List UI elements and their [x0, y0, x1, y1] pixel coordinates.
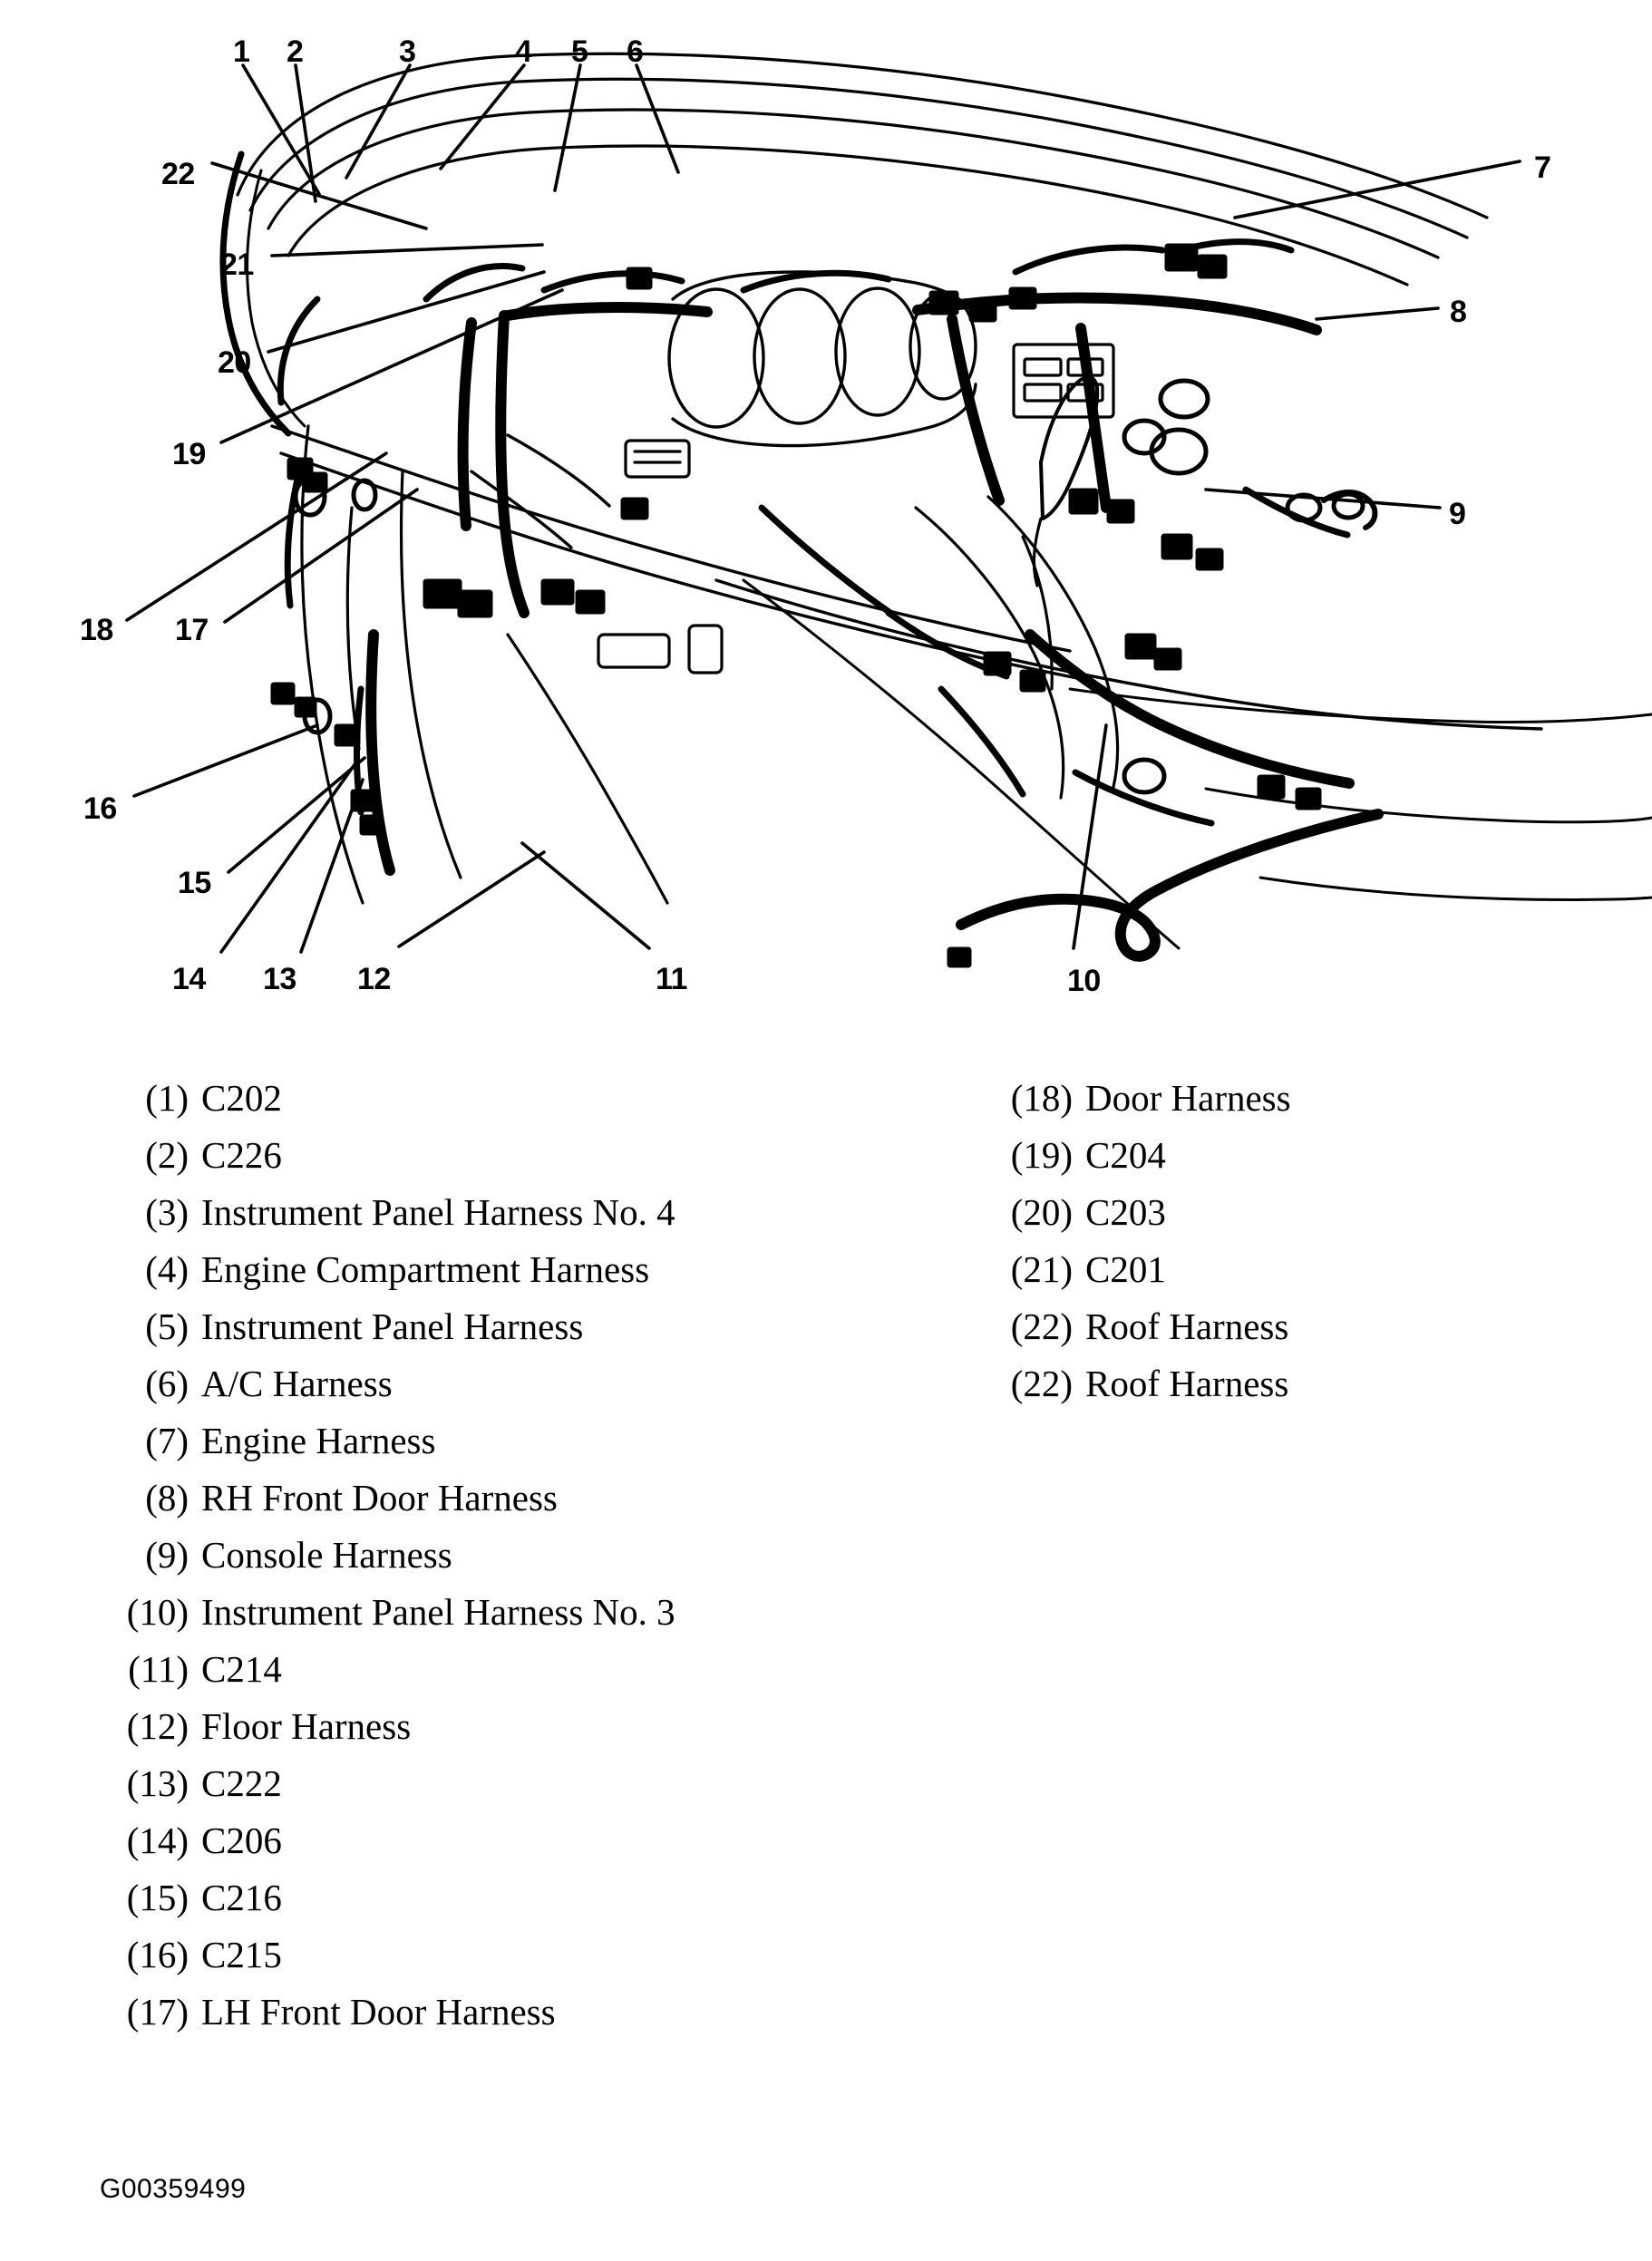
legend-item: (12) Floor Harness	[100, 1698, 807, 1755]
legend-item-label: Console Harness	[201, 1534, 452, 1576]
legend-item-label: LH Front Door Harness	[201, 1991, 556, 2033]
callout-10: 10	[1067, 964, 1101, 998]
legend-column-left: (1) C202 (2) C226 (3) Instrument Panel Harn…	[100, 1070, 807, 2041]
legend-item: (11) C214	[100, 1641, 807, 1698]
legend-item-number: (17)	[126, 1991, 189, 2033]
legend-item-label: C201	[1085, 1248, 1166, 1290]
legend-item: (22) Roof Harness	[984, 1355, 1546, 1412]
legend-item-number: (10)	[126, 1591, 189, 1633]
figure-illustration: 1 2 3 4 5 6 7 8 9 10 11 12 13 14 15 16 1…	[0, 0, 1652, 1052]
legend-item: (20) C203	[984, 1184, 1546, 1241]
legend-item: (13) C222	[100, 1755, 807, 1812]
legend-item-number: (22)	[1010, 1363, 1073, 1404]
legend-item-label: C202	[201, 1077, 282, 1119]
legend-item-number: (6)	[145, 1363, 189, 1404]
legend-item: (15) C216	[100, 1869, 807, 1926]
legend-item: (2) C226	[100, 1127, 807, 1184]
legend-item-label: Instrument Panel Harness No. 4	[201, 1191, 675, 1233]
legend-item-number: (20)	[1010, 1191, 1073, 1233]
legend-item: (16) C215	[100, 1926, 807, 1984]
callout-3: 3	[399, 34, 416, 69]
callout-19: 19	[172, 437, 206, 471]
legend-item-number: (4)	[145, 1248, 189, 1290]
legend-item: (19) C204	[984, 1127, 1546, 1184]
legend-item-label: Engine Compartment Harness	[201, 1248, 650, 1290]
legend-item-number: (13)	[126, 1762, 189, 1804]
legend-item: (17) LH Front Door Harness	[100, 1984, 807, 2041]
legend-item-label: C216	[201, 1877, 282, 1918]
callout-14: 14	[172, 962, 206, 996]
legend-item-label: C204	[1085, 1134, 1166, 1176]
legend-item-label: C215	[201, 1934, 282, 1975]
legend-item-label: Roof Harness	[1085, 1363, 1289, 1404]
legend-item-label: A/C Harness	[201, 1363, 393, 1404]
callout-13: 13	[263, 962, 296, 996]
callout-12: 12	[357, 962, 391, 996]
callout-15: 15	[178, 866, 211, 900]
legend-item-label: Instrument Panel Harness	[201, 1305, 584, 1347]
legend-item: (22) Roof Harness	[984, 1298, 1546, 1355]
legend-item-number: (16)	[126, 1934, 189, 1975]
legend-item-number: (14)	[126, 1819, 189, 1861]
callout-5: 5	[571, 34, 588, 69]
legend-item-number: (1)	[145, 1077, 189, 1119]
legend-item: (8) RH Front Door Harness	[100, 1470, 807, 1527]
callout-8: 8	[1450, 295, 1467, 329]
legend-item-label: C226	[201, 1134, 282, 1176]
legend-item-number: (12)	[126, 1705, 189, 1747]
legend-item: (9) Console Harness	[100, 1527, 807, 1584]
legend-item: (14) C206	[100, 1812, 807, 1869]
callout-21: 21	[220, 247, 254, 282]
legend-item-label: C206	[201, 1819, 282, 1861]
callout-2: 2	[287, 34, 304, 69]
legend-item: (7) Engine Harness	[100, 1412, 807, 1470]
legend-item-label: C214	[201, 1648, 282, 1690]
callout-16: 16	[83, 791, 117, 826]
callout-4: 4	[515, 34, 532, 69]
legend-item-number: (21)	[1010, 1248, 1073, 1290]
legend-item: (18) Door Harness	[984, 1070, 1546, 1127]
legend-item-number: (15)	[126, 1877, 189, 1918]
callout-20: 20	[218, 345, 251, 380]
legend-item-label: C222	[201, 1762, 282, 1804]
legend-item-label: Door Harness	[1085, 1077, 1291, 1119]
harness-routing-line-art	[125, 52, 1652, 968]
callout-17: 17	[175, 613, 209, 647]
legend-item-number: (2)	[145, 1134, 189, 1176]
legend-item-number: (11)	[128, 1648, 189, 1690]
legend-item-label: RH Front Door Harness	[201, 1477, 558, 1519]
callout-1: 1	[233, 34, 250, 69]
legend-item-number: (18)	[1010, 1077, 1073, 1119]
legend-item: (21) C201	[984, 1241, 1546, 1298]
legend-item-number: (19)	[1010, 1134, 1073, 1176]
legend-item: (3) Instrument Panel Harness No. 4	[100, 1184, 807, 1241]
legend-item-number: (5)	[145, 1305, 189, 1347]
callout-9: 9	[1449, 497, 1466, 531]
legend-item: (4) Engine Compartment Harness	[100, 1241, 807, 1298]
legend-item: (5) Instrument Panel Harness	[100, 1298, 807, 1355]
legend: (1) C202 (2) C226 (3) Instrument Panel Harn…	[0, 1070, 1652, 2185]
legend-item-number: (7)	[145, 1420, 189, 1461]
legend-item-number: (8)	[145, 1477, 189, 1519]
legend-item-label: C203	[1085, 1191, 1166, 1233]
legend-item: (1) C202	[100, 1070, 807, 1127]
callout-18: 18	[80, 613, 113, 647]
legend-item-label: Floor Harness	[201, 1705, 412, 1747]
legend-item: (6) A/C Harness	[100, 1355, 807, 1412]
legend-item: (10) Instrument Panel Harness No. 3	[100, 1584, 807, 1641]
legend-column-right: (18) Door Harness (19) C204 (20) C203 (21) C…	[984, 1070, 1546, 1412]
figure-id-code: G00359499	[100, 2174, 247, 2204]
legend-item-label: Roof Harness	[1085, 1305, 1289, 1347]
callout-11: 11	[656, 962, 687, 996]
callout-22: 22	[161, 157, 195, 191]
callout-6: 6	[627, 34, 644, 69]
legend-item-number: (22)	[1010, 1305, 1073, 1347]
legend-item-number: (3)	[145, 1191, 189, 1233]
legend-item-label: Instrument Panel Harness No. 3	[201, 1591, 675, 1633]
callout-7: 7	[1534, 150, 1551, 185]
legend-item-label: Engine Harness	[201, 1420, 436, 1461]
legend-item-number: (9)	[145, 1534, 189, 1576]
